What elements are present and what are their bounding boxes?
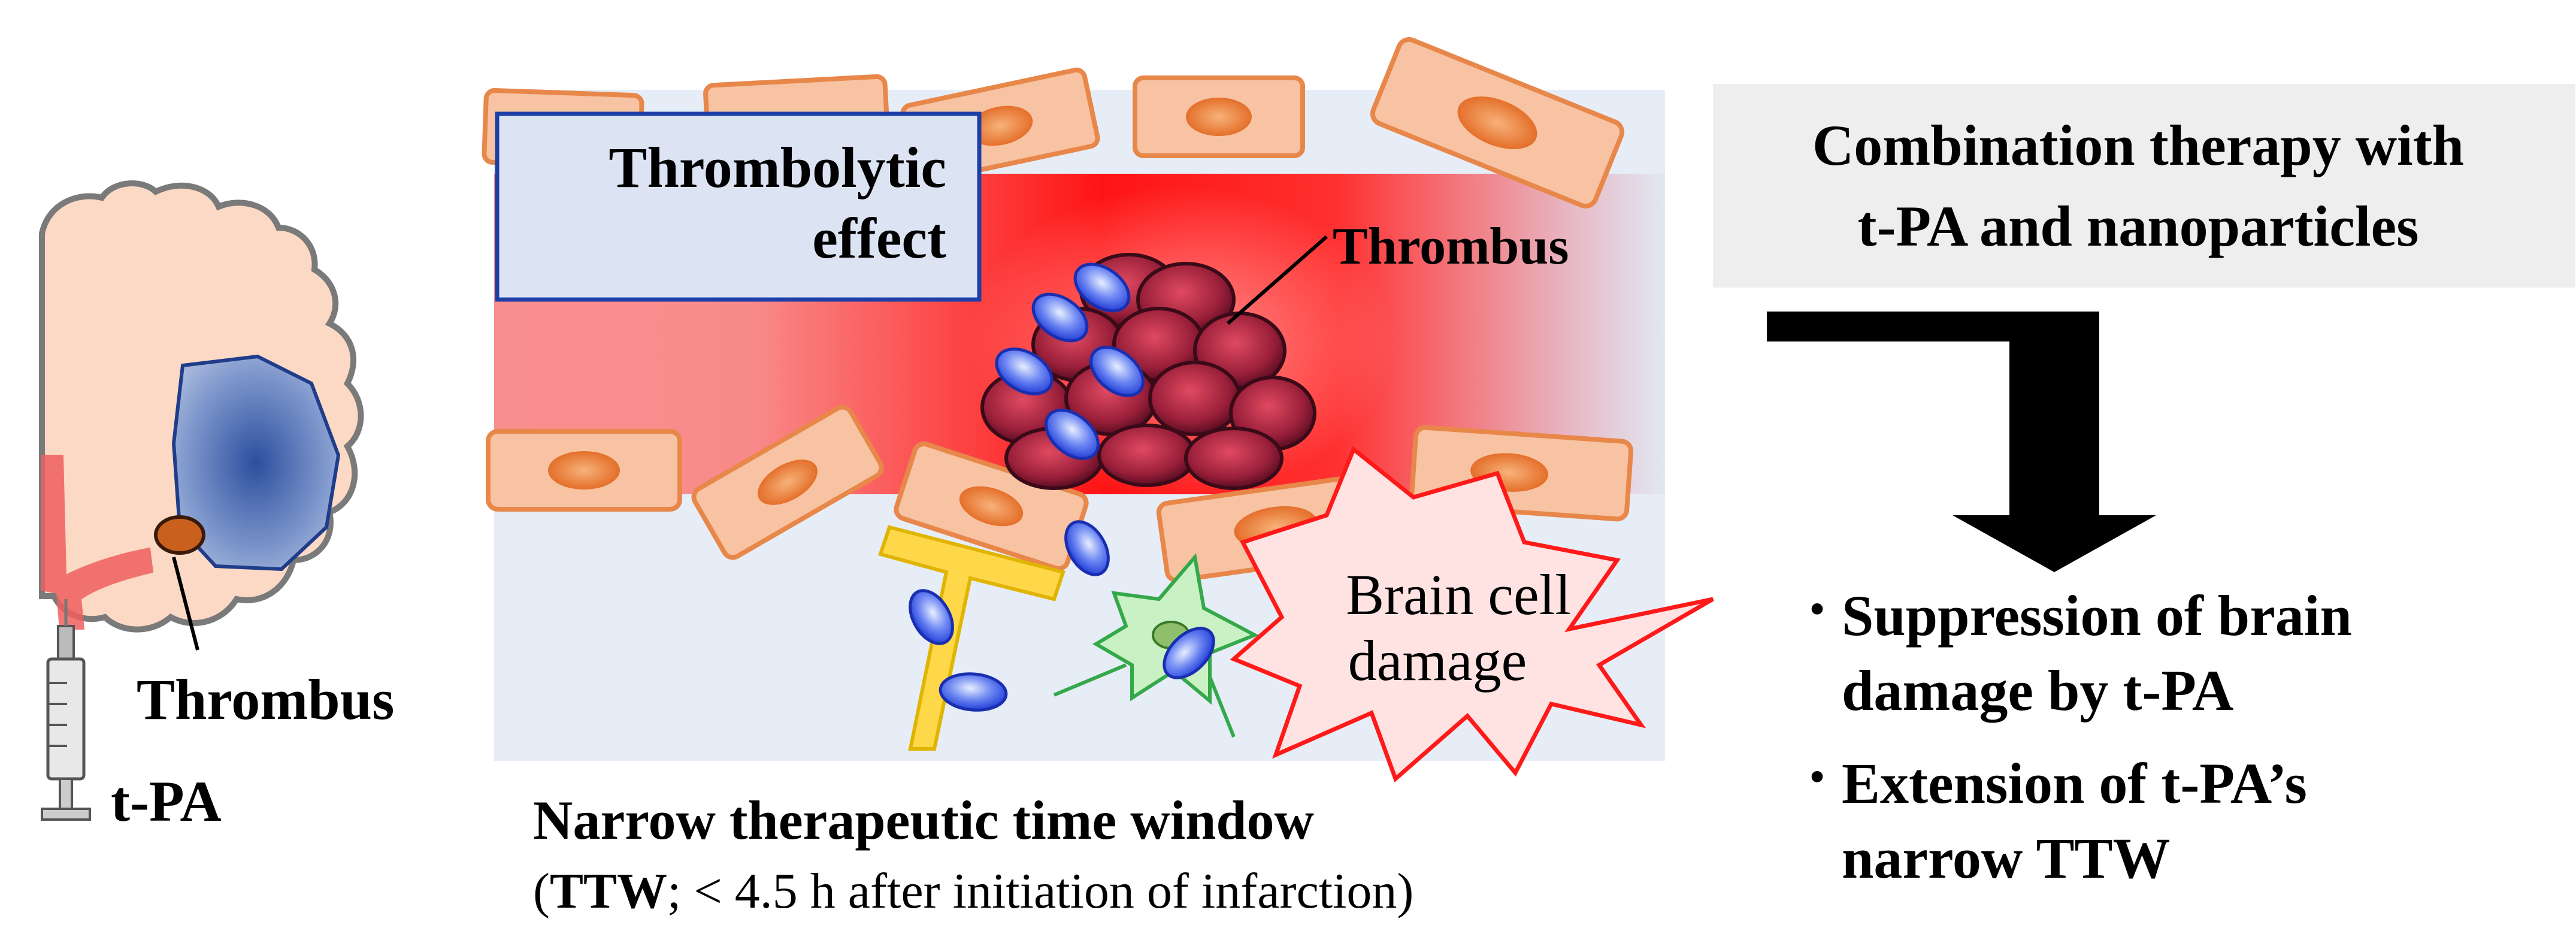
thrombolytic-effect-line2: effect bbox=[812, 206, 946, 270]
combo-line2: t-PA and nanoparticles bbox=[1858, 194, 2419, 258]
nanoparticle bbox=[909, 589, 954, 645]
nanoparticle bbox=[1031, 292, 1089, 343]
damage-line2: damage bbox=[1348, 628, 1527, 693]
bullet-item: ・ Extension of t-PA’s narrow TTW bbox=[1791, 751, 2307, 890]
ttw-title: Narrow therapeutic time window bbox=[533, 790, 1314, 851]
syringe-icon bbox=[41, 599, 91, 821]
nanoparticle bbox=[995, 347, 1054, 395]
bullet-2-line2: narrow TTW bbox=[1842, 826, 2171, 890]
bullet-symbol: ・ bbox=[1791, 751, 1844, 809]
nanoparticle bbox=[1045, 409, 1100, 460]
arrow-down-right-icon bbox=[1767, 312, 2156, 572]
infarct-area bbox=[171, 354, 341, 572]
thrombus-clot-small bbox=[154, 515, 205, 555]
thrombus-cluster bbox=[964, 186, 1396, 497]
ttw-note-rest: ; < 4.5 h after initiation of infarction… bbox=[667, 863, 1413, 919]
nanoparticle bbox=[1163, 627, 1215, 679]
brain-illustration: Thrombus t-PA bbox=[39, 180, 394, 833]
thrombus-pointer-left bbox=[172, 557, 199, 651]
thrombus-pointer bbox=[1227, 235, 1328, 325]
nanoparticle bbox=[1089, 346, 1145, 397]
ttw-note-abbr: TTW bbox=[550, 863, 667, 919]
combination-therapy-box: Combination therapy with t-PA and nanopa… bbox=[1713, 84, 2575, 288]
bullet-symbol: ・ bbox=[1791, 583, 1844, 641]
thrombus-label-left: Thrombus bbox=[137, 667, 394, 732]
brain-cell-damage-burst: Brain cell damage bbox=[1230, 446, 1714, 783]
nanoparticle bbox=[1073, 262, 1131, 313]
bullet-1-line2: damage by t-PA bbox=[1842, 658, 2233, 723]
thrombolytic-effect-line1: Thrombolytic bbox=[609, 135, 946, 200]
thrombolytic-effect-box: Thrombolytic effect bbox=[495, 111, 982, 302]
bullet-1-line1: Suppression of brain bbox=[1842, 584, 2352, 648]
vessel-scene: Thrombus Thrombolytic effect Brain cell … bbox=[482, 37, 1714, 919]
tpa-label-left: t-PA bbox=[111, 769, 222, 833]
nanoparticles bbox=[909, 262, 1215, 712]
artery bbox=[41, 455, 154, 630]
thrombus-label: Thrombus bbox=[1333, 217, 1569, 276]
nanoparticle bbox=[1064, 520, 1110, 576]
combo-line1: Combination therapy with bbox=[1812, 113, 2464, 177]
neuron-icon bbox=[878, 525, 1065, 751]
damage-line1: Brain cell bbox=[1346, 563, 1571, 627]
nanoparticle bbox=[939, 672, 1008, 712]
ttw-note-prefix: ( bbox=[533, 863, 550, 919]
bullet-2-line1: Extension of t-PA’s bbox=[1842, 751, 2307, 815]
right-panel: Combination therapy with t-PA and nanopa… bbox=[1713, 84, 2575, 890]
bullet-item: ・ Suppression of brain damage by t-PA bbox=[1791, 583, 2352, 723]
ttw-note: (TTW; < 4.5 h after initiation of infarc… bbox=[533, 863, 1413, 919]
